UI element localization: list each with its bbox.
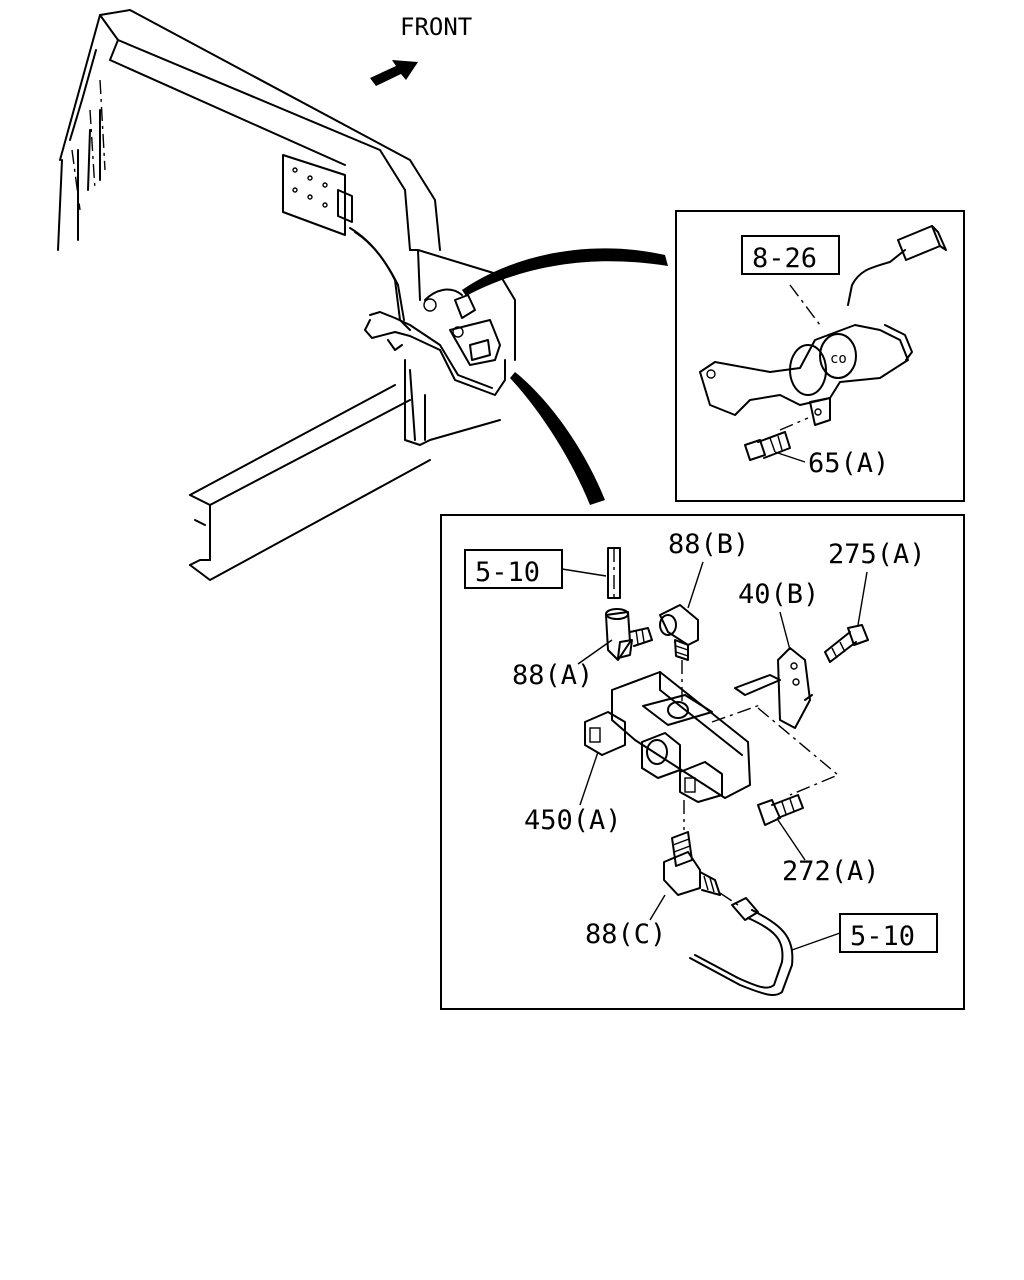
part-label-88a: 88(A) [512, 660, 593, 691]
bolt-272a-icon [757, 794, 804, 826]
leader-65a [774, 451, 806, 463]
leader-5-10-top [561, 568, 607, 577]
callout-arrow-top [462, 248, 668, 296]
front-label: FRONT [400, 13, 472, 41]
part-label-65a: 65(A) [808, 448, 889, 479]
leader-88b [687, 561, 704, 609]
vehicle-frame [57, 9, 516, 581]
tee-fitting-88c-icon [663, 831, 721, 896]
leader-88a [577, 639, 613, 665]
leader-275a [857, 571, 868, 626]
pipe-stub-icon [607, 547, 621, 599]
ref-box-5-10-top [464, 549, 563, 589]
ref-label-5-10-top: 5-10 [475, 557, 540, 588]
elbow-fitting-88a-icon [605, 608, 653, 661]
part-label-88c: 88(C) [585, 919, 666, 950]
brake-pipe-icon [689, 897, 794, 997]
front-arrow-icon [370, 60, 418, 86]
valve-body-450a-icon [584, 671, 751, 803]
leader-272a [777, 819, 806, 861]
part-label-450a: 450(A) [524, 805, 622, 836]
bolt-275a-icon [824, 624, 869, 663]
part-label-88b: 88(B) [668, 529, 749, 560]
elbow-fitting-88b-icon [659, 604, 699, 661]
ref-label-8-26: 8-26 [752, 243, 817, 274]
ref-label-5-10-bottom: 5-10 [850, 921, 915, 952]
bracket-40b-icon [734, 647, 813, 729]
callout-arrow-bottom [510, 372, 605, 505]
part-label-40b: 40(B) [738, 579, 819, 610]
ref-box-5-10-bottom [839, 913, 938, 953]
leader-8-26 [789, 284, 821, 326]
leader-bolt-65a [779, 417, 809, 431]
svg-text:co: co [830, 351, 847, 367]
part-label-272a: 272(A) [782, 856, 880, 887]
part-label-275a: 275(A) [828, 539, 926, 570]
frame-piping [349, 227, 506, 396]
leader-40b [779, 611, 791, 651]
pressure-sensor-icon: co [699, 225, 947, 426]
ref-box-8-26 [741, 235, 840, 275]
leader-88c [649, 894, 666, 921]
leader-5-10-bottom [791, 932, 841, 951]
leader-450a [579, 751, 599, 806]
